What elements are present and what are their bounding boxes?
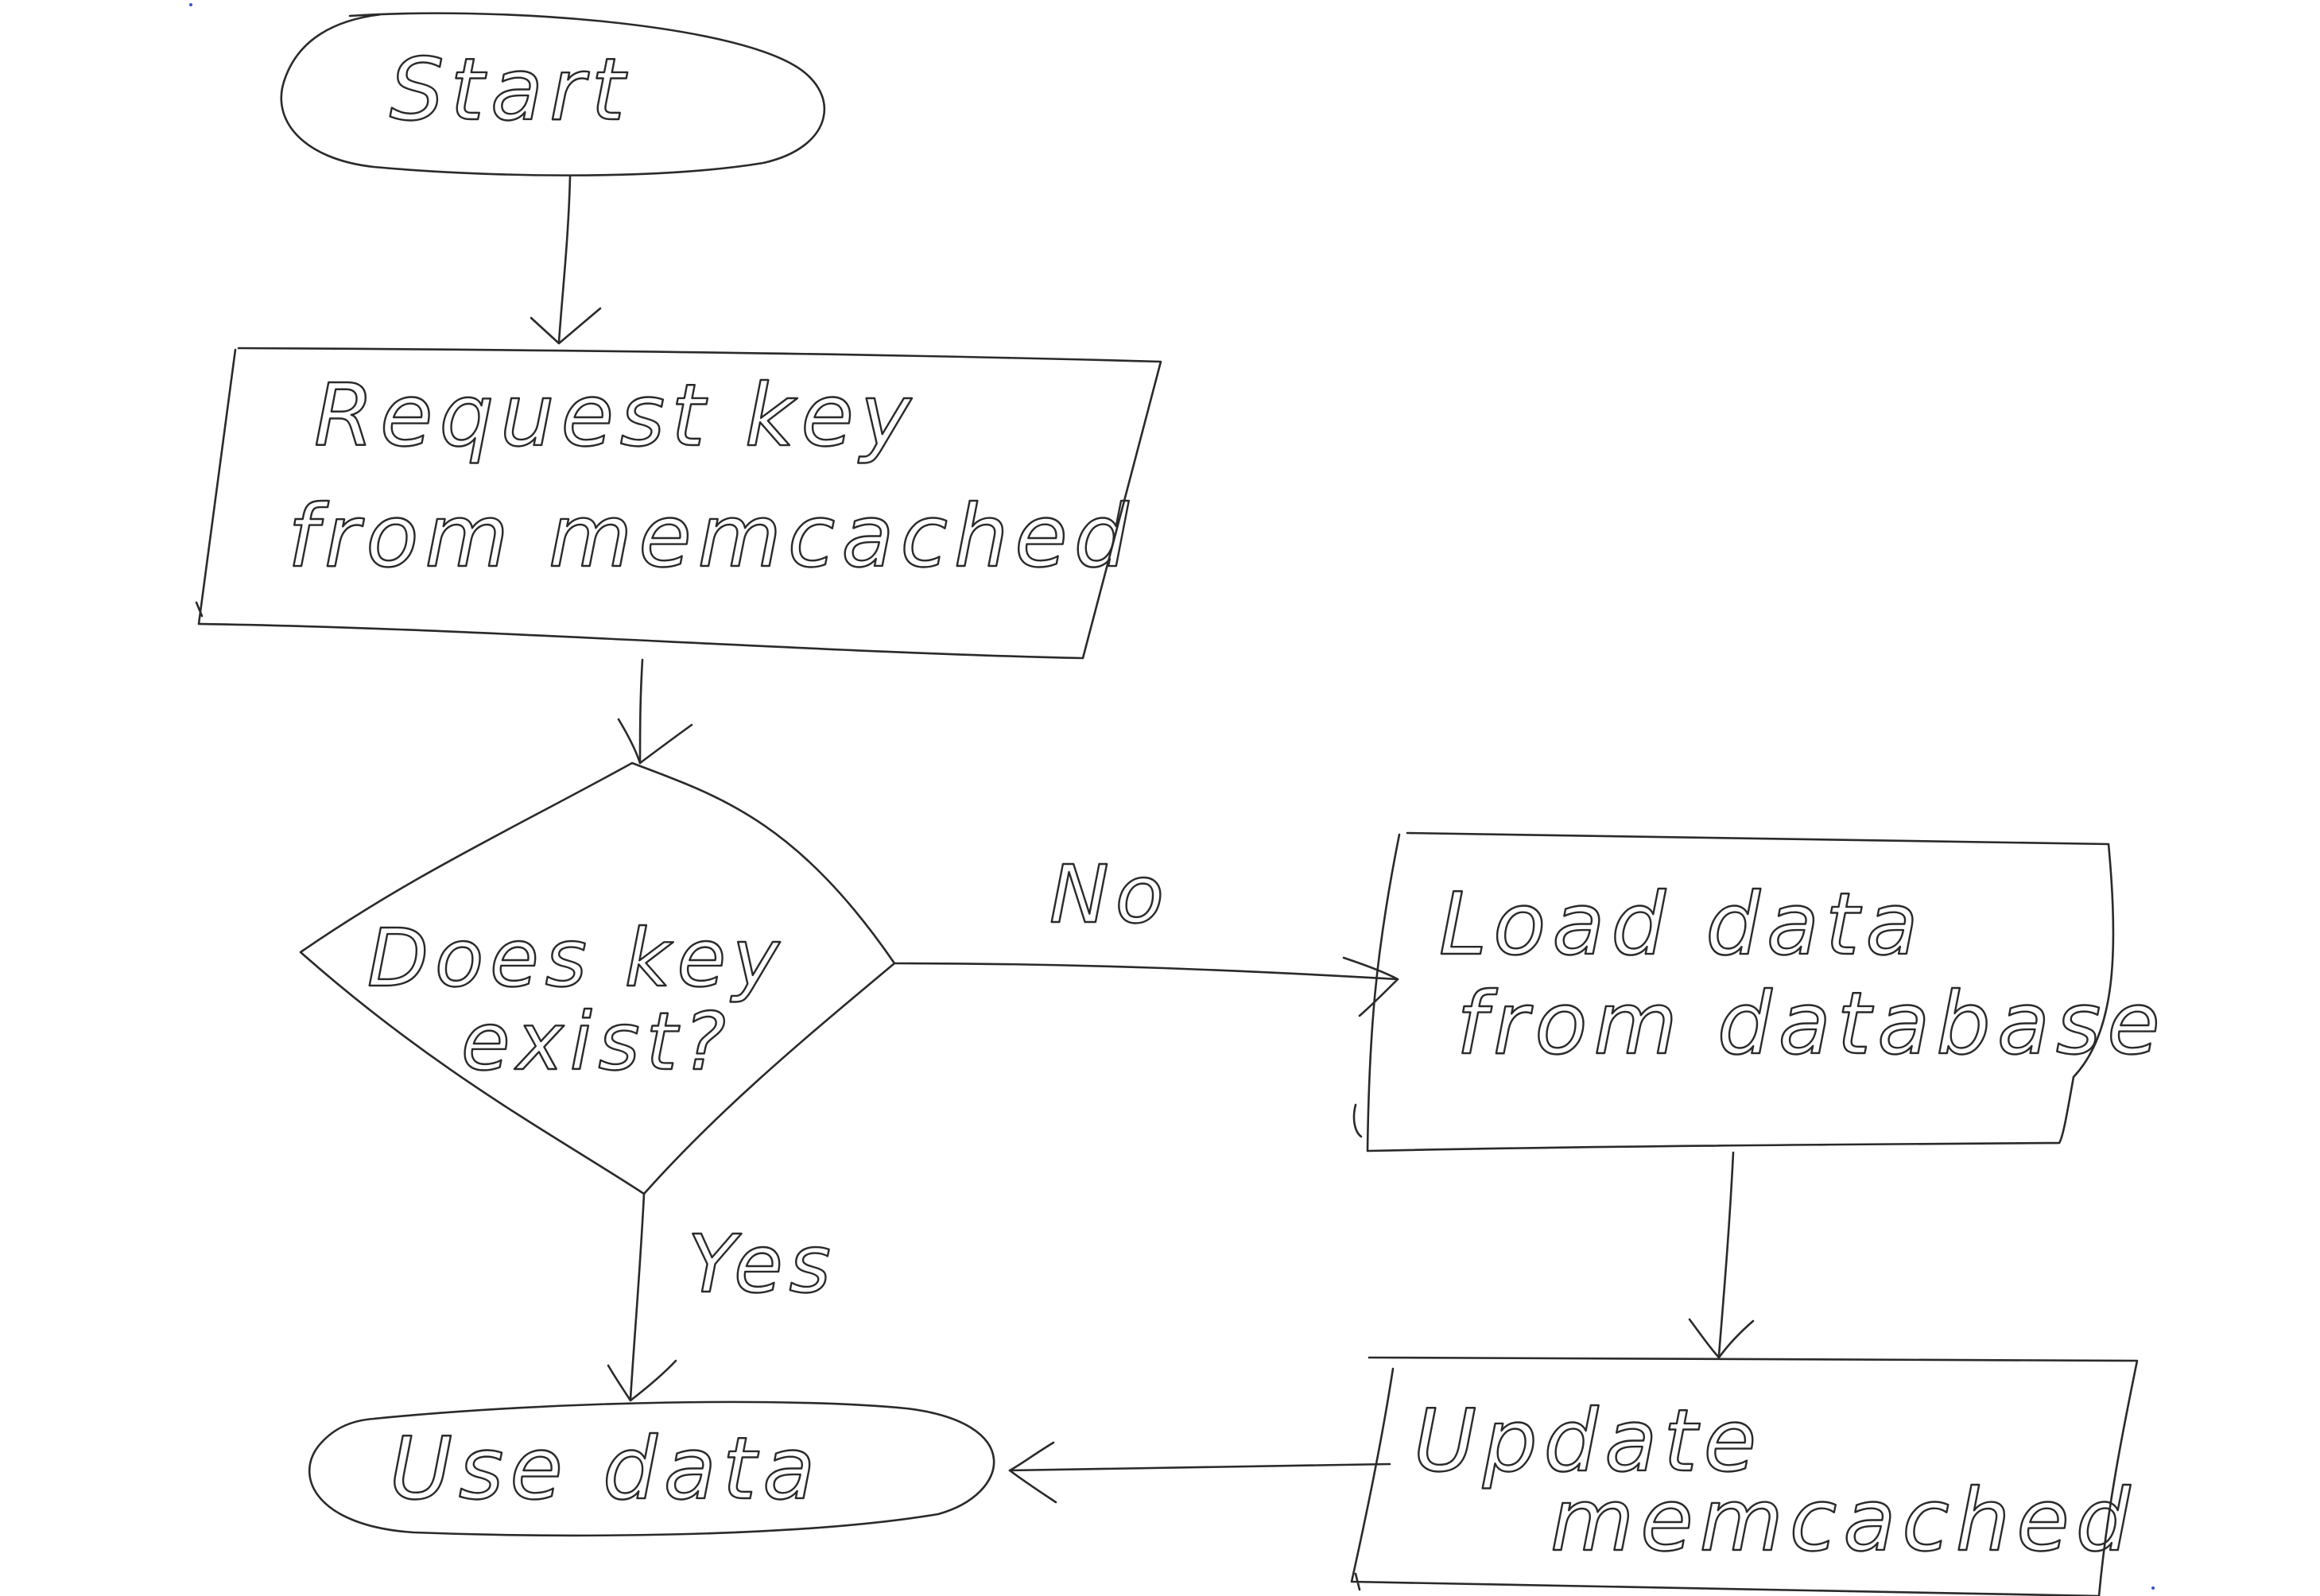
edge-decision-load: No bbox=[893, 847, 1399, 1017]
stray-dot bbox=[2151, 1586, 2155, 1590]
use-label: Use data bbox=[390, 1420, 821, 1519]
arrowhead bbox=[607, 1359, 677, 1402]
edge-load-update bbox=[1688, 1151, 1755, 1359]
start-label: Start bbox=[390, 41, 631, 140]
node-update: Update memcached bbox=[1350, 1356, 2139, 1596]
node-start: Start bbox=[280, 12, 826, 176]
decision-label-line1: Does key bbox=[367, 912, 786, 1005]
arrow-line bbox=[893, 962, 1399, 981]
arrowhead bbox=[1342, 956, 1399, 1017]
arrow-line bbox=[1008, 1462, 1391, 1472]
decision-diamond bbox=[299, 761, 896, 1195]
edge-start-request bbox=[530, 175, 602, 345]
arrow-line bbox=[638, 658, 644, 765]
update-label-line1: Update bbox=[1414, 1392, 1763, 1491]
decision-label-line2: exist? bbox=[461, 995, 732, 1088]
edge-decision-use: Yes bbox=[607, 1192, 837, 1402]
arrowhead bbox=[1008, 1441, 1057, 1504]
node-load: Load data from database bbox=[1352, 831, 2167, 1152]
arrowhead bbox=[530, 307, 602, 345]
edge-request-decision bbox=[617, 658, 693, 765]
arrow-line bbox=[1717, 1151, 1735, 1357]
update-label-line2: memcached bbox=[1550, 1471, 2136, 1571]
edge-update-use bbox=[1008, 1441, 1391, 1504]
arrowhead bbox=[617, 718, 693, 765]
edge-label-no: No bbox=[1049, 848, 1170, 941]
stray-dot bbox=[189, 3, 192, 6]
edge-label-yes: Yes bbox=[688, 1218, 837, 1311]
load-label-line1: Load data bbox=[1439, 875, 1925, 974]
use-ellipse bbox=[308, 1400, 995, 1537]
start-ellipse bbox=[280, 12, 826, 176]
request-label-line1: Request key bbox=[314, 366, 918, 466]
load-label-line2: from database bbox=[1457, 974, 2167, 1074]
node-use: Use data bbox=[308, 1400, 995, 1537]
node-decision: Does key exist? bbox=[299, 761, 896, 1195]
request-label-line2: from memcached bbox=[288, 487, 1135, 587]
node-request: Request key from memcached bbox=[195, 347, 1162, 660]
arrowhead bbox=[1688, 1318, 1755, 1359]
arrow-line bbox=[557, 175, 572, 343]
arrow-line bbox=[629, 1192, 646, 1400]
request-box bbox=[195, 347, 1162, 660]
